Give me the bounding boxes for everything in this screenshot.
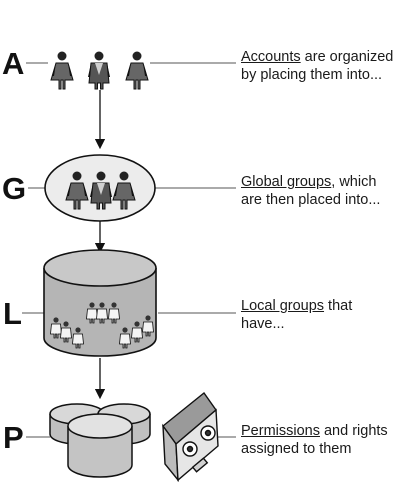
tape-drive-icon — [162, 391, 219, 483]
local-groups-description: Local groups that have... — [241, 297, 352, 333]
global-groups-term: Global groups — [241, 174, 332, 190]
permissions-text-line2: assigned to them — [241, 441, 352, 457]
accounts-term: Accounts — [241, 49, 301, 65]
connector-lines — [22, 62, 236, 438]
global-groups-text-line1: , which — [331, 174, 377, 190]
level-letter-a: A — [2, 46, 25, 81]
local-group-cylinder-icon — [43, 249, 157, 357]
permissions-description: Permissions and rights assigned to them — [241, 422, 388, 458]
accounts-people-icon — [50, 51, 149, 90]
accounts-text-line1: are organized — [300, 49, 394, 65]
local-groups-text-line1: that — [324, 298, 353, 314]
global-groups-text-line2: are then placed into... — [241, 192, 381, 208]
permissions-term: Permissions — [241, 423, 320, 439]
level-letter-p: P — [3, 420, 24, 455]
local-groups-term: Local groups — [241, 298, 325, 314]
level-letter-g: G — [2, 171, 27, 206]
accounts-text-line2: by placing them into... — [241, 67, 383, 83]
permissions-text-line1: and rights — [319, 423, 388, 439]
accounts-description: Accounts are organized by placing them i… — [241, 48, 393, 84]
global-group-icon — [44, 154, 156, 222]
level-letter-l: L — [3, 296, 22, 331]
global-groups-description: Global groups, which are then placed int… — [241, 173, 380, 209]
resource-disks-icon — [49, 403, 151, 478]
local-groups-text-line2: have... — [241, 316, 285, 332]
